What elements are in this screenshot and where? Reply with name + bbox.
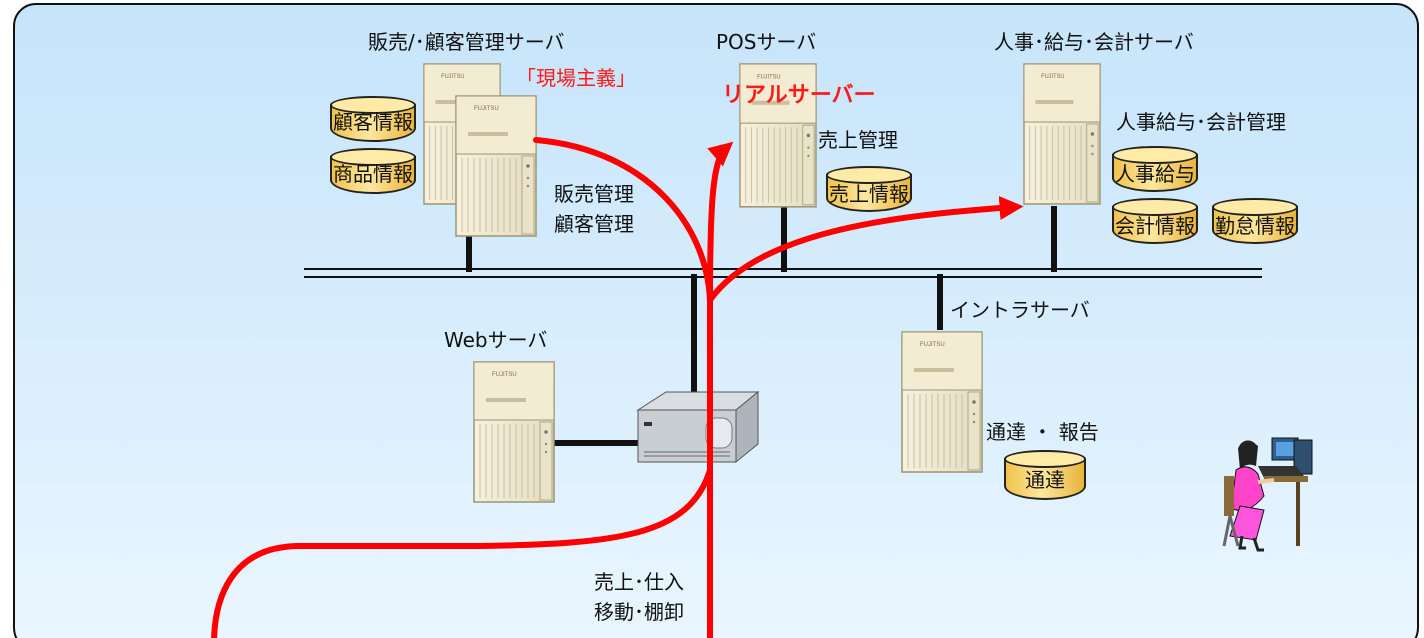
lan-drops bbox=[466, 206, 1057, 446]
pos-server-func: 売上管理 bbox=[818, 128, 898, 152]
user-at-terminal-icon bbox=[1222, 437, 1313, 552]
server-icon bbox=[455, 95, 537, 237]
database-sales-info: 売上情報 bbox=[826, 166, 912, 212]
pos-server-tag: リアルサーバー bbox=[722, 83, 876, 108]
hr-server-func: 人事給与･会計管理 bbox=[1116, 110, 1286, 134]
sales-server-tag: 「現場主義」 bbox=[516, 66, 636, 90]
database-hr-payroll: 人事給与 bbox=[1112, 146, 1198, 192]
router-icon bbox=[636, 390, 760, 464]
sales-server-func-1: 販売管理 bbox=[554, 182, 634, 206]
sales-server-func-2: 顧客管理 bbox=[554, 212, 634, 236]
pos-server-title: POSサーバ bbox=[716, 30, 817, 54]
sales-server-title: 販売/･顧客管理サーバ bbox=[368, 30, 565, 54]
web-server-title: Webサーバ bbox=[444, 328, 548, 352]
background-panel bbox=[13, 3, 1419, 638]
hr-server-title: 人事･給与･会計サーバ bbox=[994, 30, 1194, 54]
server-icon bbox=[901, 331, 983, 473]
database-accounting: 会計情報 bbox=[1112, 198, 1198, 244]
database-attendance: 勤怠情報 bbox=[1212, 198, 1298, 244]
data-flow bbox=[211, 137, 1024, 638]
flow-label-1: 売上･仕入 bbox=[594, 570, 684, 594]
database-customer: 顧客情報 bbox=[330, 96, 416, 142]
intra-server-func: 通達 ・ 報告 bbox=[986, 420, 1099, 444]
database-product: 商品情報 bbox=[330, 148, 416, 194]
database-notice: 通達 bbox=[1004, 450, 1086, 500]
server-icon bbox=[473, 361, 555, 503]
intra-server-title: イントラサーバ bbox=[950, 298, 1090, 322]
server-icon bbox=[1023, 63, 1101, 205]
flow-label-2: 移動･棚卸 bbox=[594, 600, 684, 624]
